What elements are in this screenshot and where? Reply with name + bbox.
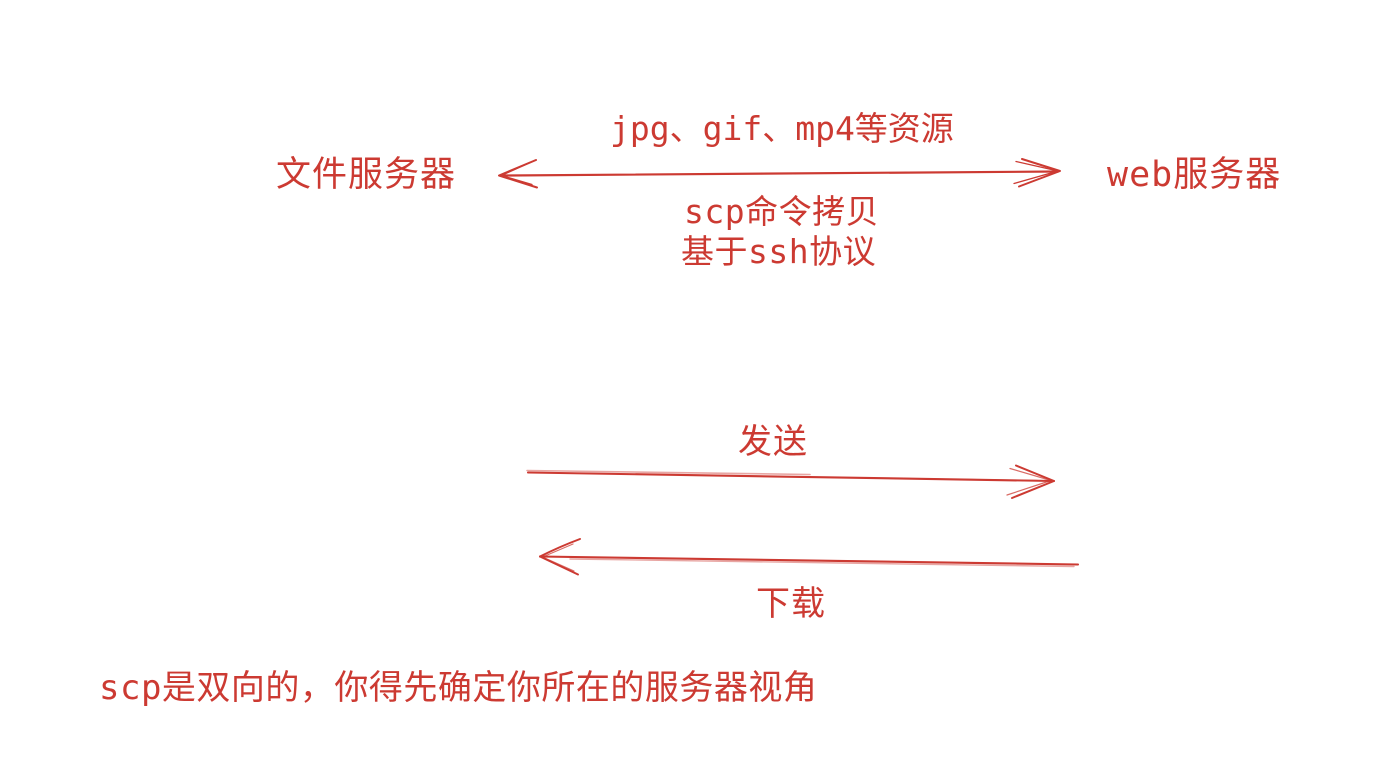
bidirectional-arrow-icon: [488, 148, 1073, 203]
scp-copy-label: scp命令拷贝: [684, 192, 880, 231]
web-server-label: web服务器: [1107, 155, 1282, 195]
scp-bidirectional-note: scp是双向的，你得先确定你所在的服务器视角: [99, 668, 818, 708]
send-arrow-icon: [515, 455, 1070, 505]
resource-types-label: jpg、gif、mp4等资源: [610, 109, 954, 148]
send-label: 发送: [738, 422, 808, 462]
download-label: 下载: [756, 584, 826, 624]
file-server-label: 文件服务器: [276, 155, 457, 195]
download-arrow-icon: [528, 535, 1090, 587]
ssh-protocol-label: 基于ssh协议: [681, 232, 877, 271]
